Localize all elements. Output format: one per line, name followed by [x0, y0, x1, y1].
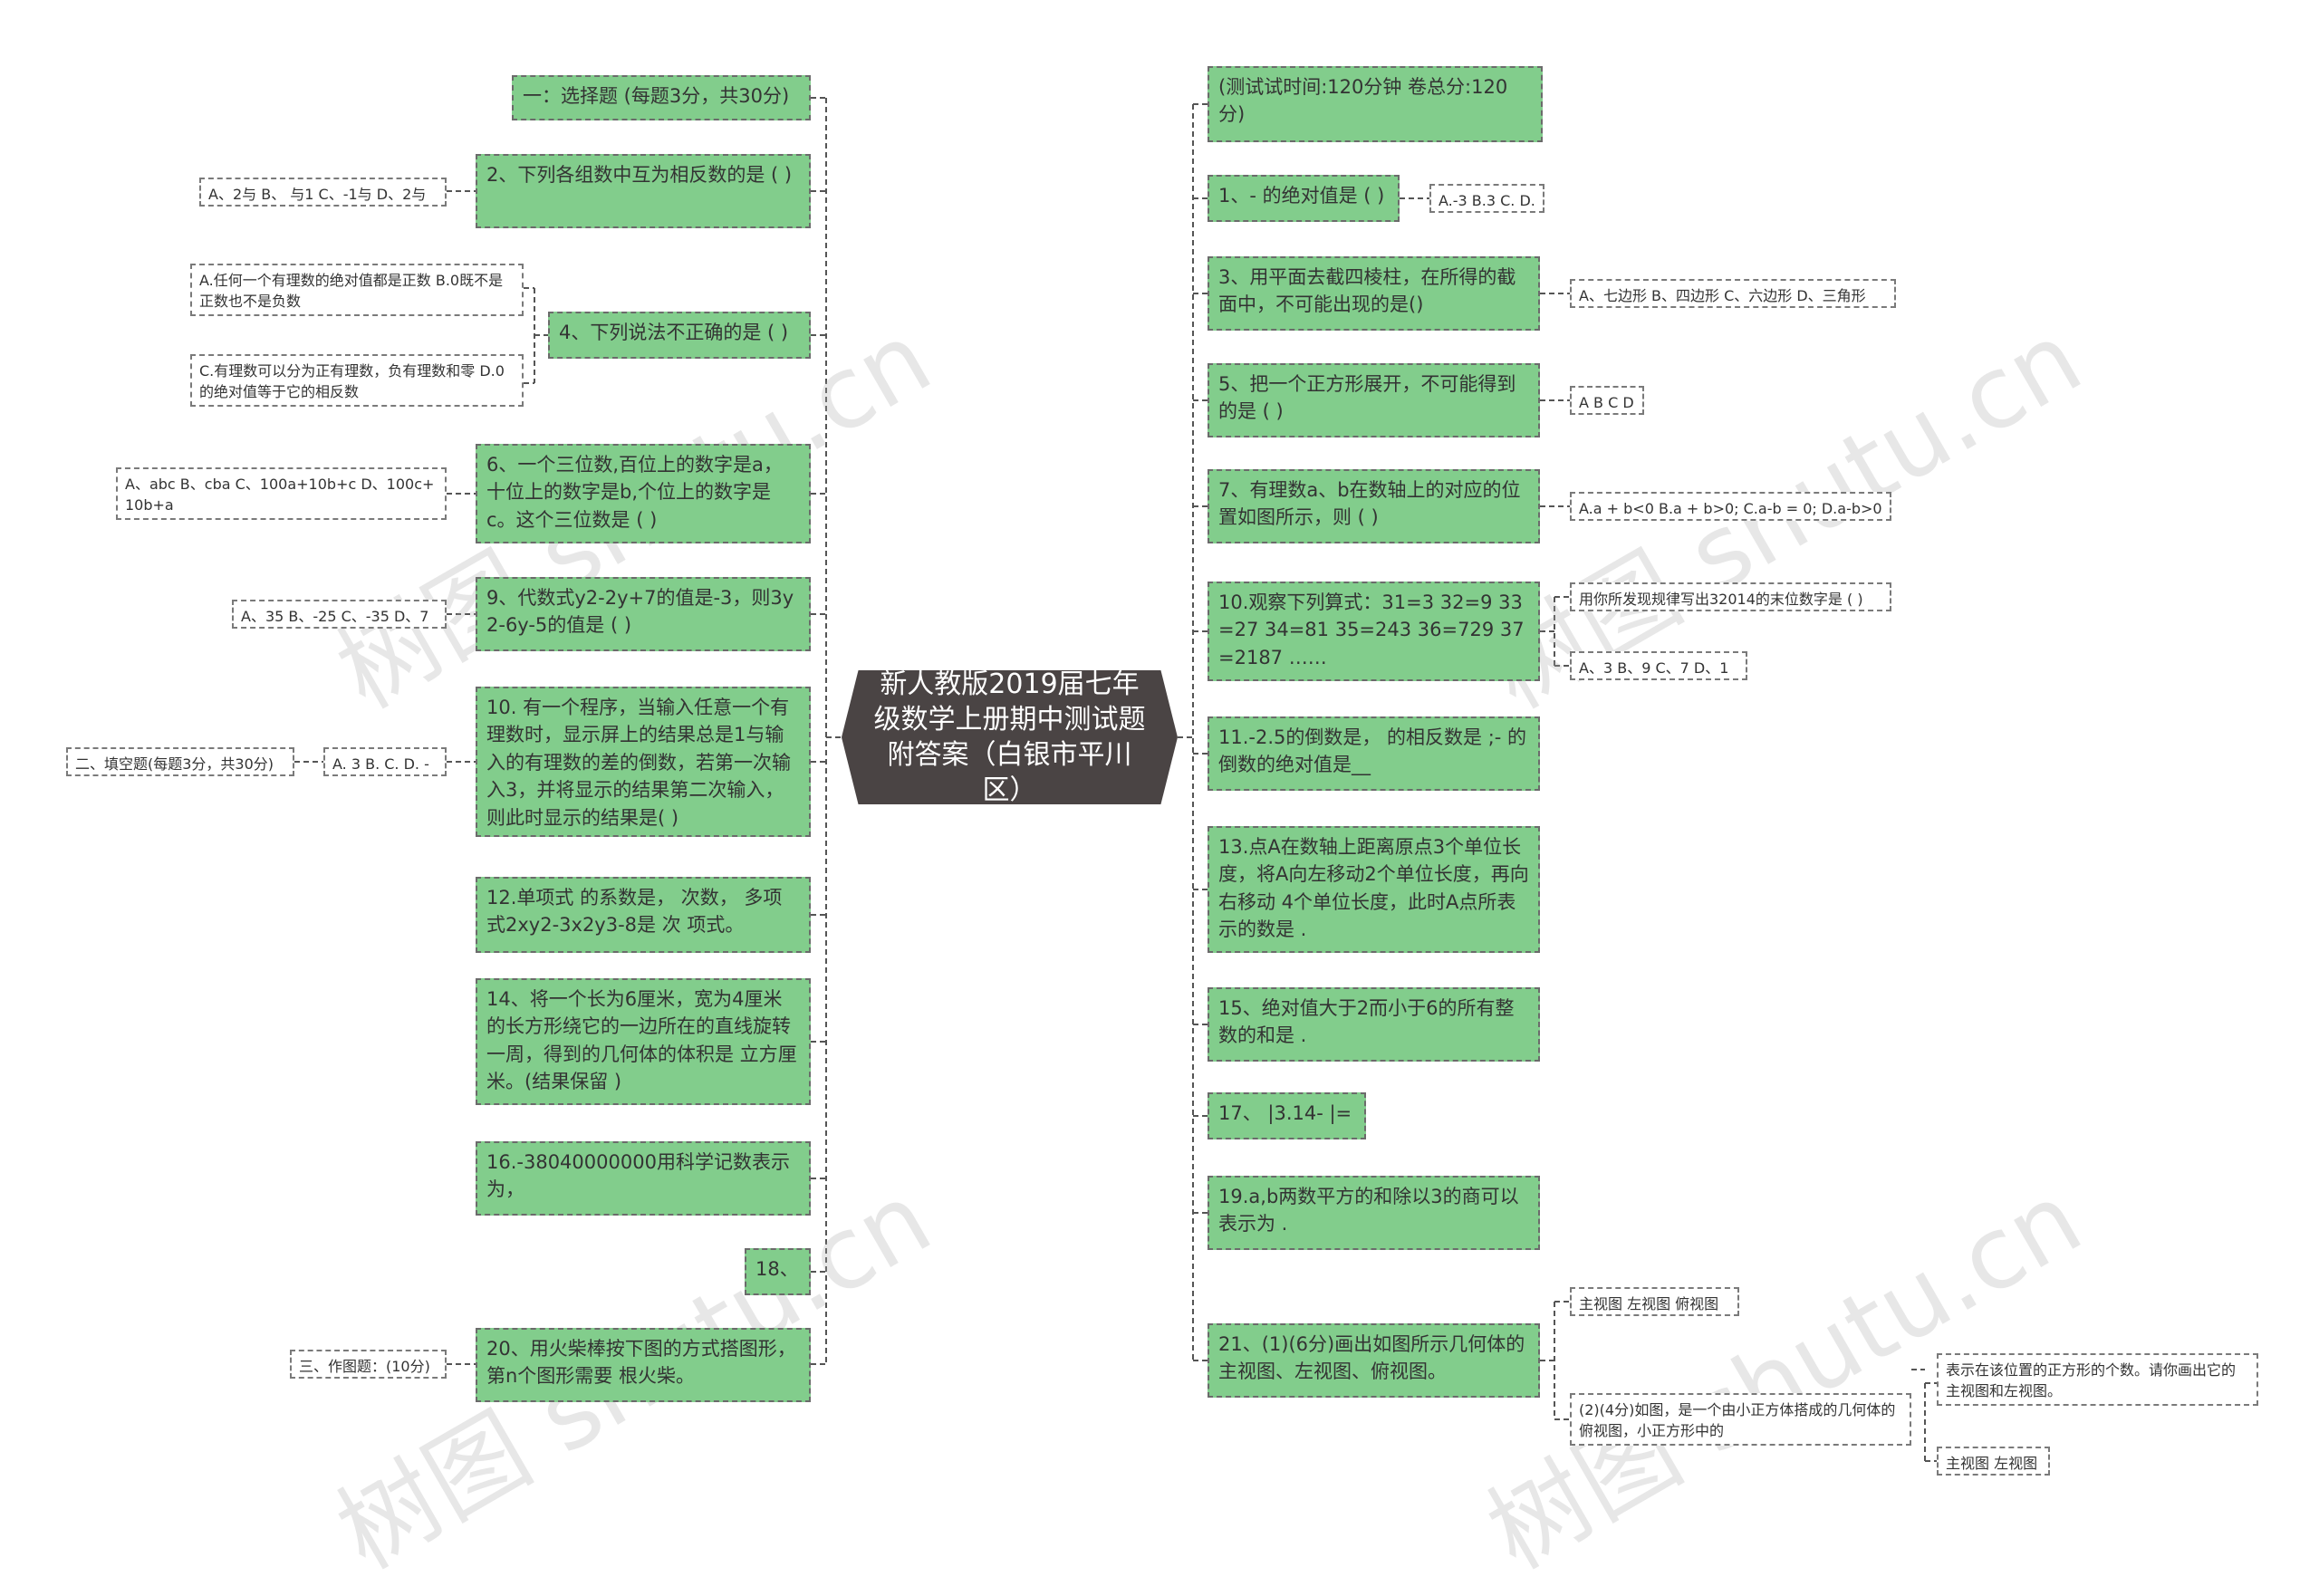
leaf-question-2-options[interactable]: A、2与 B、 与1 C、-1与 D、2与	[199, 178, 447, 207]
topic-question-14[interactable]: 14、将一个长为6厘米，宽为4厘米的长方形绕它的一边所在的直线旋转一周，得到的几…	[476, 978, 811, 1105]
topic-question-16[interactable]: 16.-38040000000用科学记数表示为，	[476, 1141, 811, 1216]
leaf-question-21-part2-views[interactable]: 主视图 左视图	[1937, 1447, 2050, 1476]
leaf-question-4-option-cd[interactable]: C.有理数可以分为正有理数，负有理数和零 D.0的绝对值等于它的相反数	[190, 354, 524, 407]
leaf-section-two[interactable]: 二、填空题(每题3分，共30分)	[66, 747, 294, 776]
topic-question-17[interactable]: 17、 |3.14- |= .	[1208, 1092, 1366, 1139]
topic-question-12[interactable]: 12.单项式 的系数是， 次数， 多项式2xy2-3x2y3-8是 次 项式。	[476, 877, 811, 953]
topic-question-6[interactable]: 6、一个三位数,百位上的数字是a，十位上的数字是b,个位上的数字是c。这个三位数…	[476, 444, 811, 543]
topic-question-7[interactable]: 7、有理数a、b在数轴上的对应的位置如图所示，则 ( )	[1208, 469, 1540, 543]
topic-question-10[interactable]: 10. 有一个程序，当输入任意一个有理数时，显示屏上的结果总是1与输入的有理数的…	[476, 687, 811, 837]
leaf-question-21-part2[interactable]: (2)(4分)如图，是一个由小正方体搭成的几何体的俯视图，小正方形中的	[1570, 1393, 1911, 1446]
leaf-question-4-option-ab[interactable]: A.任何一个有理数的绝对值都是正数 B.0既不是正数也不是负数	[190, 264, 524, 316]
topic-question-15[interactable]: 15、绝对值大于2而小于6的所有整数的和是 .	[1208, 987, 1540, 1062]
connector-lines	[294, 97, 1937, 1462]
leaf-question-6-options[interactable]: A、abc B、cba C、100a+10b+c D、100c+10b+a	[116, 467, 447, 520]
topic-question-11[interactable]: 11.-2.5的倒数是， 的相反数是 ;- 的倒数的绝对值是__	[1208, 716, 1540, 791]
topic-question-13[interactable]: 13.点A在数轴上距离原点3个单位长度，将A向左移动2个单位长度，再向右移动 4…	[1208, 826, 1540, 953]
topic-test-info[interactable]: (测试试时间:120分钟 卷总分:120分)	[1208, 66, 1543, 142]
leaf-question-10-choices[interactable]: A、3 B、9 C、7 D、1	[1570, 651, 1747, 680]
topic-question-19[interactable]: 19.a,b两数平方的和除以3的商可以表示为 .	[1208, 1176, 1540, 1250]
topic-section-one[interactable]: 一：选择题 (每题3分，共30分)	[512, 75, 811, 120]
leaf-question-7-options[interactable]: A.a + b<0 B.a + b>0; C.a-b = 0; D.a-b>0	[1570, 492, 1891, 521]
leaf-question-3-options[interactable]: A、七边形 B、四边形 C、六边形 D、三角形	[1570, 279, 1896, 308]
central-topic[interactable]: 新人教版2019届七年级数学上册期中测试题附答案（白银市平川区）	[842, 670, 1178, 804]
leaf-question-9-options[interactable]: A、35 B、-25 C、-35 D、7	[232, 600, 447, 629]
leaf-question-5-options[interactable]: A B C D	[1570, 386, 1644, 415]
topic-question-18[interactable]: 18、	[745, 1248, 811, 1295]
leaf-section-three[interactable]: 三、作图题：(10分)	[290, 1350, 447, 1379]
topic-question-5[interactable]: 5、把一个正方形展开，不可能得到的是 ( )	[1208, 363, 1540, 437]
topic-question-20[interactable]: 20、用火柴棒按下图的方式搭图形，第n个图形需要 根火柴。	[476, 1328, 811, 1402]
leaf-question-10-options[interactable]: A. 3 B. C. D. -3	[323, 747, 447, 776]
leaf-question-1-options[interactable]: A.-3 B.3 C. D.	[1429, 184, 1544, 213]
topic-question-2[interactable]: 2、下列各组数中互为相反数的是 ( )	[476, 154, 811, 228]
topic-question-3[interactable]: 3、用平面去截四棱柱，在所得的截面中，不可能出现的是()	[1208, 256, 1540, 331]
topic-question-21[interactable]: 21、(1)(6分)画出如图所示几何体的主视图、左视图、俯视图。	[1208, 1323, 1540, 1398]
leaf-question-10-prompt[interactable]: 用你所发现规律写出32014的末位数字是 ( )	[1570, 582, 1891, 611]
leaf-question-21-part2-desc[interactable]: 表示在该位置的正方形的个数。请你画出它的主视图和左视图。	[1937, 1353, 2258, 1406]
topic-question-10-pattern[interactable]: 10.观察下列算式：31=3 32=9 33=27 34=81 35=243 3…	[1208, 582, 1540, 681]
topic-question-9[interactable]: 9、代数式y2-2y+7的值是-3，则3y2-6y-5的值是 ( )	[476, 577, 811, 651]
topic-question-4[interactable]: 4、下列说法不正确的是 ( )	[548, 312, 811, 359]
topic-question-1[interactable]: 1、- 的绝对值是 ( )	[1208, 175, 1400, 222]
leaf-question-21-views[interactable]: 主视图 左视图 俯视图	[1570, 1287, 1739, 1316]
